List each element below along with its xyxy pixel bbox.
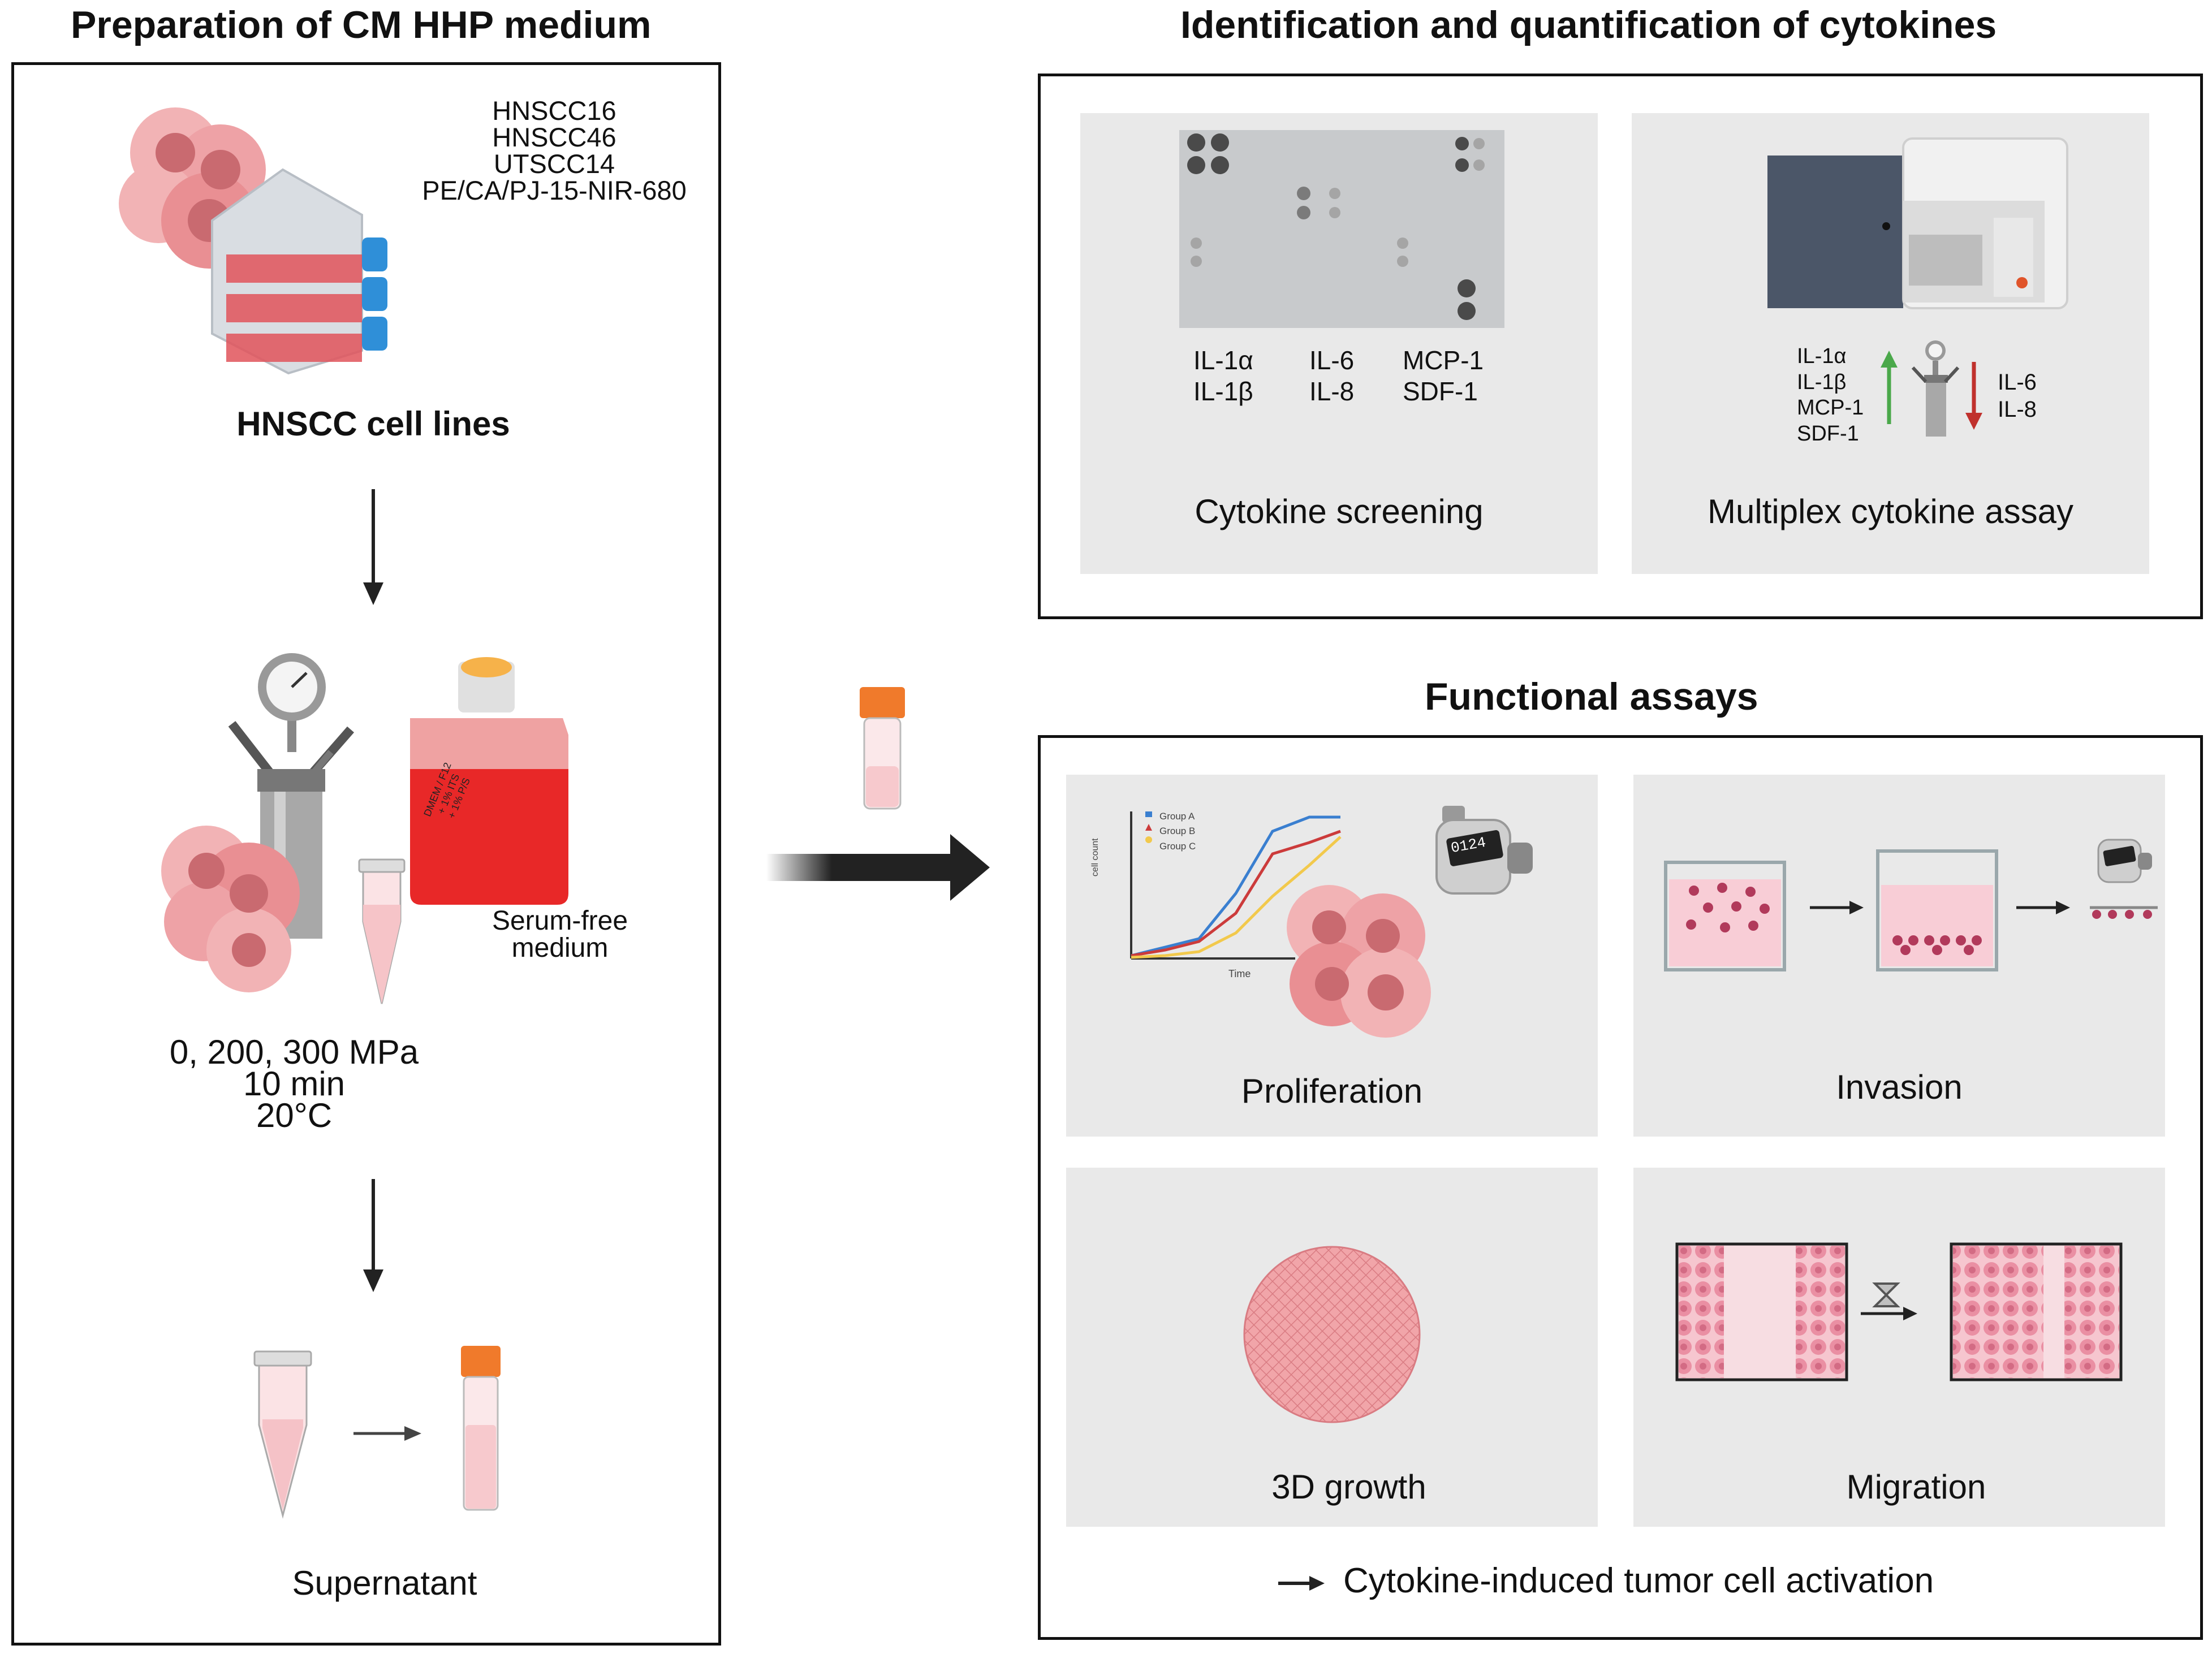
cytokine-label: SDF-1 (1403, 377, 1478, 407)
pressure-vessel-illustration (161, 653, 568, 1004)
cell-cluster-icon (161, 826, 300, 992)
flask-stack-icon (211, 168, 387, 375)
3d-growth-label: 3D growth (1271, 1468, 1426, 1506)
pressure-gauge-icon (258, 653, 326, 752)
top-right-panel-title: Identification and quantification of cyt… (1180, 3, 1997, 46)
conical-tube-icon (860, 687, 905, 810)
growth-curve-chart (1130, 811, 1342, 960)
supernatant-transfer-illustration (253, 1346, 501, 1519)
cytokine-label: IL-6 (1998, 370, 2037, 395)
cell-line-item: HNSCC46 (492, 122, 616, 152)
scratch-assay-illustration (1675, 1242, 2123, 1381)
down-arrow-icon (1965, 362, 1982, 430)
transwell-invasion-illustration (1664, 849, 2158, 971)
legend-arrow (1278, 1576, 1325, 1591)
cytokine-screening-label: Cytokine screening (1195, 493, 1484, 530)
medium-bottle-icon (410, 657, 568, 905)
down-arrow (363, 1179, 383, 1292)
cytokine-label: IL-6 (1309, 346, 1355, 375)
filter-membrane-icon (2090, 906, 2158, 919)
center-right-arrow (766, 834, 990, 901)
cytokine-label: IL-1β (1797, 370, 1847, 394)
right-arrow (1861, 1307, 1917, 1320)
cell-lines-label: HNSCC cell lines (236, 405, 510, 443)
chart-x-label: Time (1228, 968, 1251, 979)
right-arrow (2016, 901, 2070, 914)
cell-line-item: PE/CA/PJ-15-NIR-680 (422, 175, 687, 205)
cytokine-array-membrane (1179, 130, 1504, 328)
cytokine-label: MCP-1 (1797, 396, 1864, 420)
multiplex-assay-label: Multiplex cytokine assay (1707, 493, 2073, 530)
migration-label: Migration (1846, 1468, 1986, 1506)
down-arrow (363, 489, 383, 605)
screening-cytokines-col3: MCP-1 SDF-1 (1403, 345, 1484, 407)
right-arrow (353, 1426, 421, 1441)
legend-item: Group A (1159, 811, 1195, 822)
transwell-insert-icon (1664, 861, 1786, 971)
temperature-condition: 20°C (256, 1096, 333, 1134)
pressure-condition: 0, 200, 300 MPa (169, 1033, 419, 1071)
medium-label-line: Serum-free (491, 906, 628, 936)
regulation-arrows (1881, 340, 1982, 437)
cell-counter-icon (1435, 806, 1533, 895)
spheroid-icon (1243, 1246, 1421, 1423)
medium-label-line: medium (511, 933, 609, 963)
right-arrow (1810, 901, 1864, 914)
multiplex-analyzer-icon (1767, 137, 2068, 309)
up-arrow-icon (1881, 351, 1898, 424)
cytokine-label: IL-8 (1998, 397, 2037, 422)
cytokine-label: IL-8 (1309, 377, 1355, 407)
tube-icon (358, 858, 406, 1004)
upregulated-cytokines: IL-1α IL-1β MCP-1 SDF-1 (1797, 344, 1864, 447)
legend-item: Group C (1159, 840, 1196, 852)
functional-assays-title: Functional assays (1425, 675, 1758, 718)
cell-cluster-icon (119, 107, 266, 269)
cell-line-item: HNSCC16 (492, 96, 616, 126)
wound-before-icon (1675, 1242, 1848, 1381)
cytokine-label: IL-1α (1193, 346, 1253, 375)
conical-tube-icon (461, 1346, 501, 1511)
cytokine-label: IL-1β (1193, 377, 1253, 407)
chart-legend: Group A Group B Group C (1159, 809, 1196, 854)
cell-flask-illustration (119, 107, 387, 375)
cell-cluster-icon (1287, 885, 1431, 1038)
cytokine-label: IL-1α (1797, 344, 1847, 368)
medium-label: Serum-free medium (464, 908, 656, 962)
screening-cytokines-col2: IL-6 IL-8 (1309, 345, 1354, 407)
time-condition: 10 min (243, 1064, 346, 1103)
footer-legend-text: Cytokine-induced tumor cell activation (1343, 1561, 1934, 1600)
invasion-label: Invasion (1836, 1068, 1963, 1106)
screening-cytokines-col1: IL-1α IL-1β (1193, 345, 1253, 407)
tube-icon (253, 1350, 312, 1519)
left-panel (11, 62, 721, 1646)
cell-counter-icon (2097, 839, 2152, 883)
cytokine-label: SDF-1 (1797, 421, 1859, 446)
wound-after-icon (1950, 1242, 2123, 1381)
transwell-insert-icon (1876, 849, 1998, 971)
hhp-conditions: 0, 200, 300 MPa 10 min 20°C (124, 1033, 464, 1134)
hourglass-icon (1872, 1282, 1900, 1307)
chart-y-label: cell count (1090, 838, 1100, 876)
cell-line-list: HNSCC16 HNSCC46 UTSCC14 PE/CA/PJ-15-NIR-… (385, 97, 724, 204)
cell-line-item: UTSCC14 (493, 149, 615, 179)
cytokine-panel (1038, 74, 2203, 619)
cytokine-label: MCP-1 (1403, 346, 1484, 375)
proliferation-label: Proliferation (1241, 1072, 1423, 1110)
functional-assays-panel (1038, 735, 2203, 1640)
pressure-vessel-icon (1911, 340, 1960, 437)
left-panel-title: Preparation of CM HHP medium (71, 3, 652, 46)
supernatant-label: Supernatant (292, 1564, 477, 1602)
downregulated-cytokines: IL-6 IL-8 (1998, 369, 2037, 423)
legend-item: Group B (1159, 826, 1196, 837)
